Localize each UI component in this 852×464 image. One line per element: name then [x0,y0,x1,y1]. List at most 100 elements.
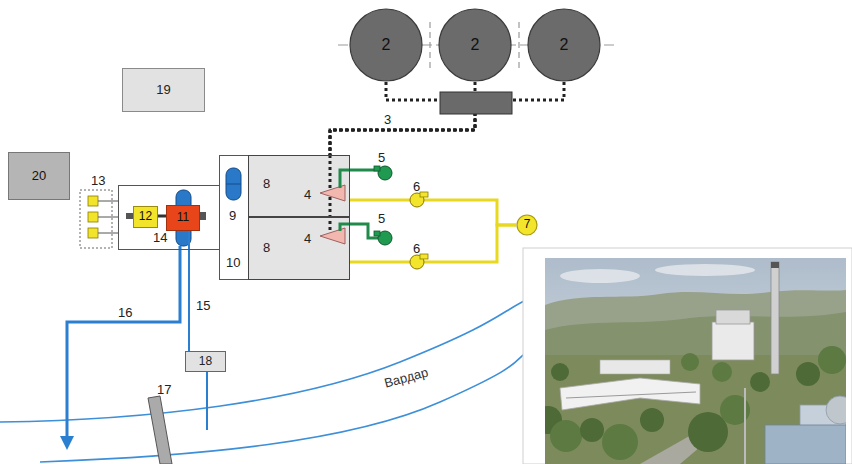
callout-number: 5 [378,151,385,166]
fan-symbol [410,192,428,269]
turbine-box: 11 [166,205,200,231]
photo-inset [655,264,755,276]
circle-shape [439,9,511,81]
circle-shape [517,215,537,235]
callout-number: 10 [226,256,240,271]
unit-fill [118,185,220,250]
callout-number: 2 [560,36,569,54]
photo-inset [744,388,746,464]
shaft-coupling [126,213,133,219]
photo-inset [826,396,846,424]
callout-number: 11 [177,211,189,225]
transformer-group [80,190,112,248]
tank-circle: 2 [438,8,512,82]
center-line [518,22,519,68]
water-outlet [60,436,74,450]
callout-number: 8 [263,177,270,192]
photo-inset [712,362,732,382]
label-anchor: 4 [304,229,311,247]
unit-fill [248,155,350,280]
shaft-coupling [200,212,206,220]
boiler-box: 8 [248,217,350,280]
hub-block [440,92,512,114]
transformer-group [88,228,98,238]
callout-number: 20 [32,169,46,184]
photo-inset [716,310,750,324]
label-anchor: 17 [157,380,171,398]
boiler-box: 8 [248,155,350,217]
photo-inset [560,378,700,410]
pump-symbol [374,166,380,171]
pump-symbol [226,184,241,185]
water-connector [188,231,190,351]
photo-inset [765,425,846,464]
building-box: 19 [122,68,205,112]
center-line [429,22,430,68]
photo-inset [545,258,846,464]
callout-number: 8 [263,241,270,256]
callout-number: 9 [229,209,236,224]
dam-bar [148,396,172,464]
pump-symbol [374,166,392,245]
fan-symbol [420,192,428,197]
photo-inset [545,355,846,464]
label-anchor: 13 [91,171,105,189]
callout-number: 2 [471,36,480,54]
photo-inset [523,248,852,464]
photo-inset [545,258,846,464]
photo-inset [796,362,820,386]
photo-inset [771,262,779,374]
chimney-circle: 7 [516,214,538,236]
transformer-group [98,217,118,218]
pump-symbol [226,168,241,200]
label-anchor: 3 [384,110,391,128]
callout-number: 5 [378,212,385,227]
air-pipe [340,170,378,188]
label-anchor: 16 [118,303,132,321]
callout-number: 13 [91,174,105,189]
photo-inset [523,248,852,464]
building-box: 20 [8,152,70,200]
water-outlet [67,246,180,438]
label-anchor: 5 [378,209,385,227]
photo-inset [600,360,670,374]
flue-gas-connector [350,200,516,225]
label-anchor: 6 [413,177,420,195]
shaft-coupling [157,215,166,218]
tank-circle: 2 [349,8,423,82]
photo-inset [602,424,638,460]
photo-inset [551,363,569,381]
label-anchor: 4 [304,185,311,203]
water-outlet [60,246,207,450]
label-anchor: 6 [413,239,420,257]
photo-inset [640,408,664,432]
photo-inset [580,418,604,442]
callout-number: 14 [153,231,167,246]
callout-number: 4 [304,188,311,203]
callout-number: 19 [156,83,170,98]
label-anchor: 15 [196,296,210,314]
dam-bar [148,396,172,464]
callout-number: 18 [199,355,212,369]
fuel-connector [330,82,564,155]
transformer-group [88,196,98,206]
callout-number: 6 [413,242,420,257]
label-anchor: 5 [378,148,385,166]
generator-box: 12 [133,206,158,228]
pump-symbol [374,231,380,236]
callout-number: 4 [304,232,311,247]
callout-number: 3 [384,113,391,128]
river [0,298,530,422]
callout-number: 2 [382,36,391,54]
callout-number: 17 [157,383,171,398]
unit-fill [219,155,249,280]
circle-shape [350,9,422,81]
callout-number: 12 [139,210,152,224]
photo-inset [712,322,754,360]
photo-inset [560,269,640,283]
label-anchor: Вардар [384,368,429,386]
callout-number: 15 [196,299,210,314]
river [40,350,530,462]
air-pipe [340,170,378,238]
photo-inset [566,392,696,398]
